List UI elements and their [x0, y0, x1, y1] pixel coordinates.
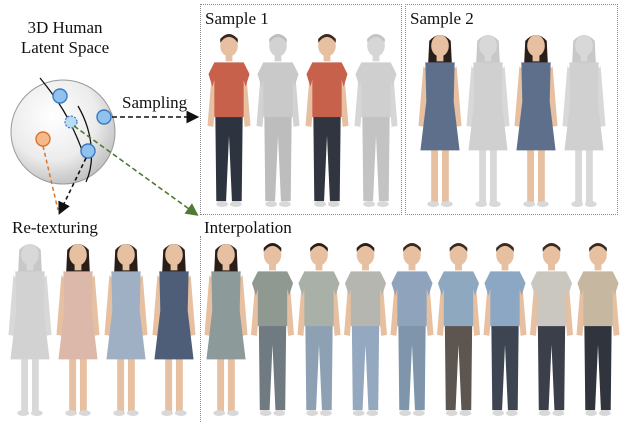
- latent-space-title: 3D Human Latent Space: [6, 18, 124, 58]
- sample1-figure: [256, 33, 300, 208]
- sample1-figure: [354, 33, 398, 208]
- retexture-figure: [56, 243, 100, 417]
- retexture-arrow-black: [58, 157, 87, 215]
- sample2-figure: [514, 34, 558, 208]
- sample2-figure: [466, 34, 510, 208]
- interpolation-panel: [200, 236, 620, 422]
- latent-node-bottom: [80, 143, 96, 159]
- latent-node-middle: [64, 115, 78, 129]
- sample1-figure: [207, 33, 251, 208]
- interpolation-arrow: [73, 125, 199, 216]
- sample1-figures: [207, 33, 398, 208]
- latent-space-title-line2: Latent Space: [20, 38, 110, 57]
- interpolation-figure: [436, 242, 481, 417]
- interpolation-figure: [343, 242, 388, 417]
- retexture-arrow-orange: [42, 145, 59, 211]
- latent-space-title-line1: 3D Human: [27, 18, 103, 37]
- interpolation-figure: [204, 243, 248, 417]
- interpolation-figure: [529, 242, 574, 417]
- interpolation-figure: [250, 242, 295, 417]
- interpolation-figure: [390, 242, 434, 417]
- sample2-figure: [418, 34, 462, 208]
- sample1-label: Sample 1: [205, 9, 269, 28]
- interpolation-label: Interpolation: [204, 218, 292, 237]
- retexture-figure: [8, 243, 52, 417]
- retexture-figure: [152, 243, 196, 417]
- interpolation-figures: [204, 242, 620, 417]
- sampling-label: Sampling: [122, 93, 188, 112]
- latent-curve-1: [39, 77, 83, 151]
- retexturing-label: Re-texturing: [12, 218, 98, 237]
- interpolation-figure: [297, 242, 341, 417]
- latent-node-orange: [35, 131, 51, 147]
- sample2-label: Sample 2: [410, 9, 474, 28]
- retexture-figures: [8, 243, 196, 417]
- sample1-panel: Sample 1: [200, 4, 402, 215]
- sample1-figure: [305, 33, 349, 208]
- latent-node-right: [96, 109, 112, 125]
- retexture-figure: [104, 243, 148, 417]
- sample2-figure: [562, 34, 606, 208]
- sample2-figures: [418, 34, 606, 208]
- interpolation-figure: [576, 242, 620, 417]
- sample2-panel: Sample 2: [405, 4, 618, 215]
- interpolation-figure: [483, 242, 527, 417]
- latent-node-top: [52, 88, 68, 104]
